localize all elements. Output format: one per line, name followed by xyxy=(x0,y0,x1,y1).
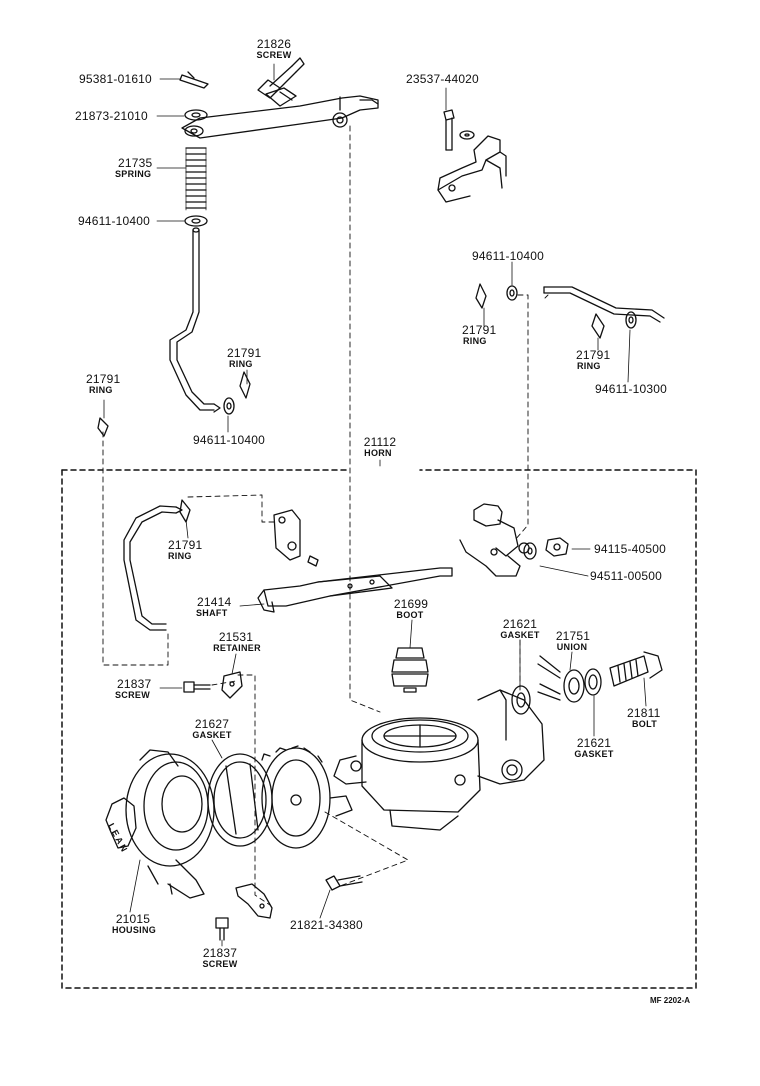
part-name-ring-right-b: RING xyxy=(577,361,601,371)
union-21751 xyxy=(537,655,585,703)
gasket-21621-b xyxy=(584,668,602,696)
horn-assembly-boundary xyxy=(61,469,697,989)
part-name-screw: SCREW xyxy=(256,50,292,60)
part-number-21414: 21414 xyxy=(197,595,232,609)
part-name-screw-lower: SCREW xyxy=(202,959,238,969)
part-number-21015: 21015 xyxy=(115,912,151,926)
part-number-21791-inner: 21791 xyxy=(168,538,203,552)
bolt-21811 xyxy=(609,651,663,687)
part-number-21735: 21735 xyxy=(118,156,153,170)
part-name-retainer: RETAINER xyxy=(213,643,261,653)
part-name-ring-right-a: RING xyxy=(463,336,487,346)
assembly-guide-lines xyxy=(102,125,549,906)
part-number-21873-21010: 21873-21010 xyxy=(75,109,148,123)
part-number-94611-10400-left: 94611-10400 xyxy=(193,433,266,447)
part-number-94611-10400-top: 94611-10400 xyxy=(78,214,151,228)
part-name-boot: BOOT xyxy=(396,610,424,620)
part-name-ring-far-left: RING xyxy=(89,385,113,395)
clip-21791-left xyxy=(239,371,251,399)
clip-21791-inner xyxy=(179,499,191,523)
housing-21015 xyxy=(105,749,215,899)
part-number-21621-a: 21621 xyxy=(502,617,538,631)
part-number-21826: 21826 xyxy=(256,37,292,51)
part-name-spring: SPRING xyxy=(115,169,152,179)
part-number-21811: 21811 xyxy=(627,706,661,720)
washer-94511 xyxy=(523,542,537,560)
part-number-21791-far-left: 21791 xyxy=(86,372,121,386)
gasket-21621-a xyxy=(511,685,531,715)
part-name-gasket-b: GASKET xyxy=(574,749,614,759)
part-name-shaft: SHAFT xyxy=(196,608,228,618)
part-number-94511-00500: 94511-00500 xyxy=(590,569,663,583)
boot-21699 xyxy=(391,647,429,693)
part-name-horn: HORN xyxy=(364,448,392,458)
screw-21837-upper xyxy=(183,681,211,693)
part-number-21621-b: 21621 xyxy=(576,736,612,750)
part-name-ring-left: RING xyxy=(229,359,253,369)
part-number-21791-left: 21791 xyxy=(227,346,262,360)
shaft-21414 xyxy=(257,567,453,613)
part-number-21791-right-b: 21791 xyxy=(576,348,611,362)
screw-21826 xyxy=(257,57,305,107)
part-number-94611-10300: 94611-10300 xyxy=(595,382,668,396)
bracket-lower xyxy=(235,883,273,919)
part-name-gasket-21627: GASKET xyxy=(192,730,232,740)
spring-21735 xyxy=(185,147,207,211)
part-name-housing: HOUSING xyxy=(111,925,157,935)
bracket-23537 xyxy=(437,109,507,203)
part-number-21112: 21112 xyxy=(363,435,397,449)
pin-95381 xyxy=(179,71,209,89)
part-number-94115-40500: 94115-40500 xyxy=(594,542,667,556)
part-number-21627: 21627 xyxy=(194,717,230,731)
part-number-21791-right-a: 21791 xyxy=(462,323,497,337)
part-number-21699: 21699 xyxy=(393,597,429,611)
inner-link-rod xyxy=(123,505,183,631)
leader-lines xyxy=(103,63,647,947)
part-number-21837-upper: 21837 xyxy=(117,677,152,691)
part-number-23537-44020: 23537-44020 xyxy=(406,72,479,86)
washer-94611-10300 xyxy=(625,311,637,329)
washer-21873 xyxy=(184,109,208,121)
part-number-21821-34380: 21821-34380 xyxy=(290,918,363,932)
throttle-linkage xyxy=(459,503,530,577)
choke-rod xyxy=(169,227,221,413)
part-name-screw-upper: SCREW xyxy=(115,690,150,700)
washer-94611-left xyxy=(223,397,235,415)
part-name-bolt: BOLT xyxy=(632,719,658,729)
retainer-21531 xyxy=(221,671,243,699)
washer-94611-top xyxy=(184,215,208,227)
part-number-21751: 21751 xyxy=(555,629,591,643)
part-number-21837-lower: 21837 xyxy=(202,946,238,960)
part-name-ring-inner: RING xyxy=(168,551,192,561)
carburetor-body xyxy=(333,689,545,831)
screw-21837-lower xyxy=(215,917,229,941)
clip-21791-right-a xyxy=(475,283,487,309)
part-name-union: UNION xyxy=(556,642,588,652)
part-name-gasket-a: GASKET xyxy=(500,630,540,640)
accel-rod xyxy=(543,286,665,323)
choke-lever xyxy=(181,95,379,139)
clip-21791-far-left xyxy=(97,417,109,437)
choke-plate-assembly xyxy=(261,745,353,849)
part-number-95381-01610: 95381-01610 xyxy=(79,72,152,86)
link-lever xyxy=(273,509,319,567)
washer-94611-right xyxy=(506,285,518,301)
clip-21791-right-b xyxy=(591,313,605,339)
screw-21821 xyxy=(325,875,363,891)
diagram-code: MF 2202-A xyxy=(650,996,691,1005)
nut-94115 xyxy=(545,537,569,557)
part-number-21531: 21531 xyxy=(218,630,254,644)
part-number-94611-10400-right: 94611-10400 xyxy=(472,249,545,263)
